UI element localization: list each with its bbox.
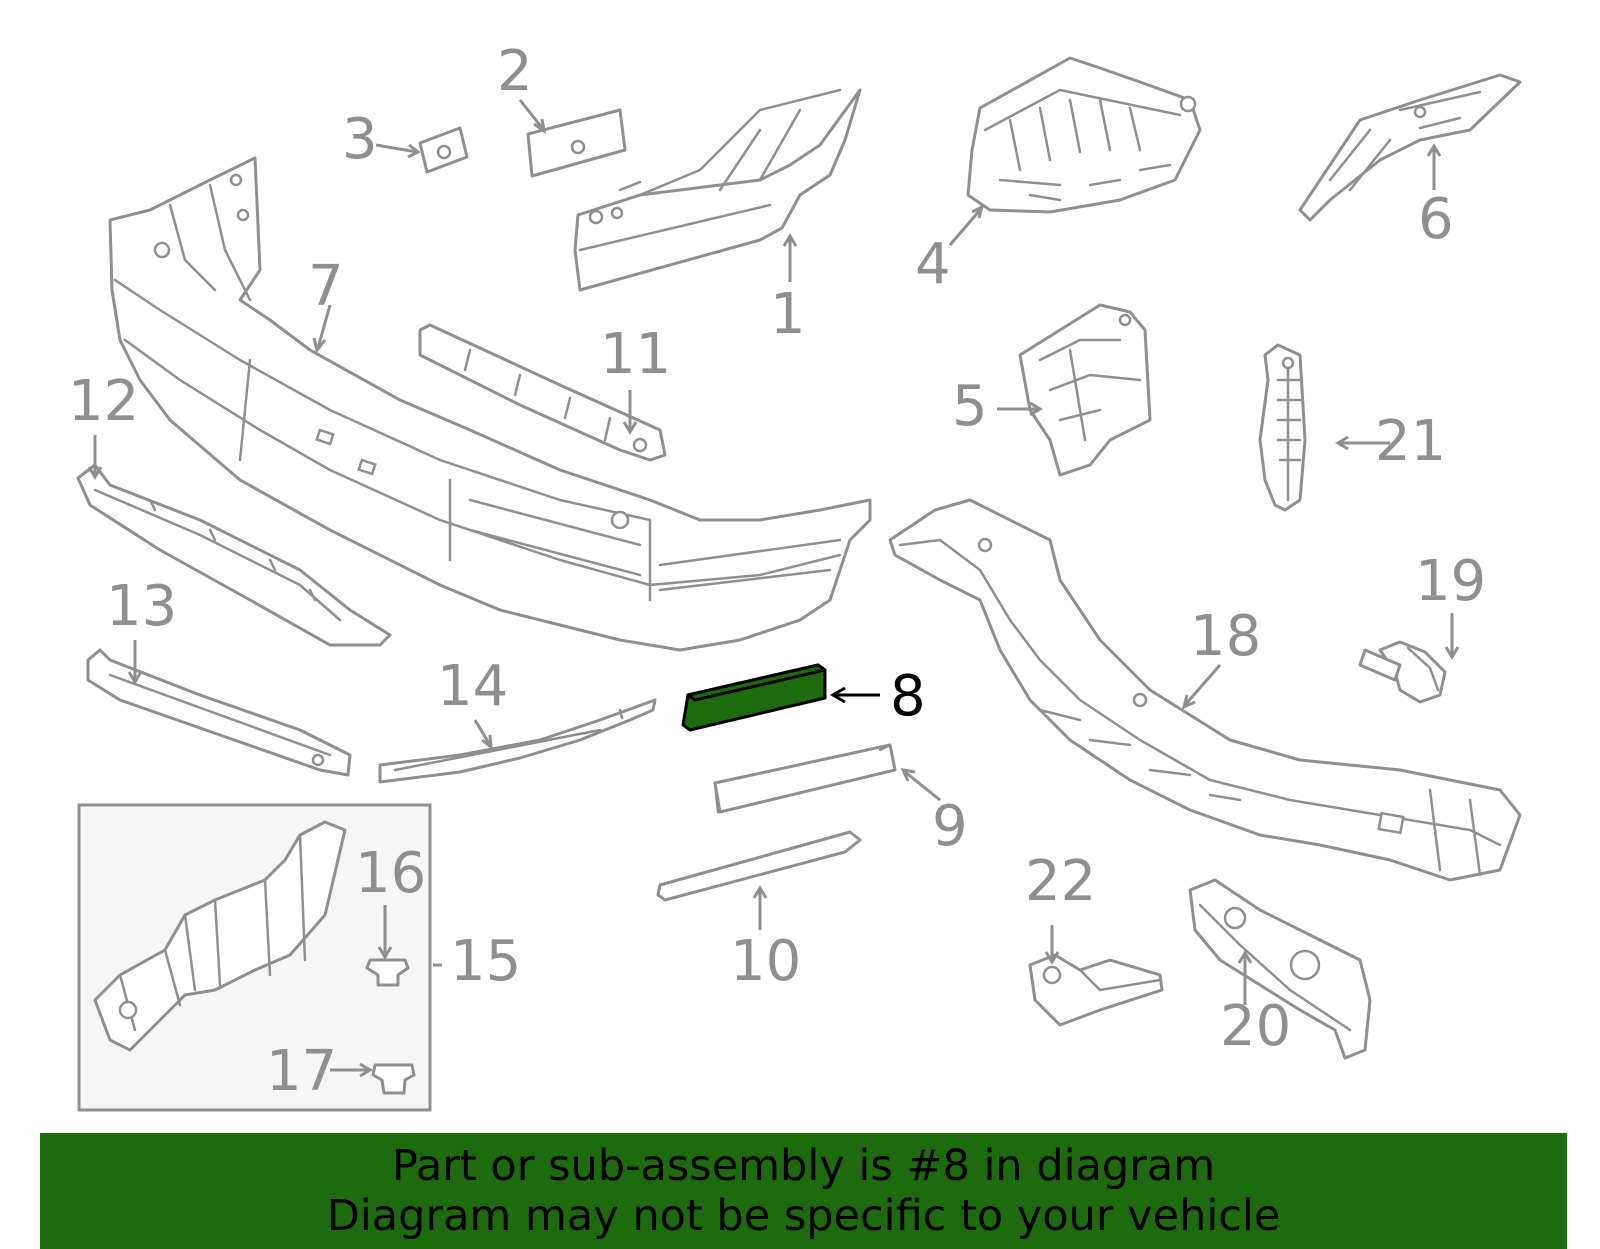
part-18-beam bbox=[888, 498, 1522, 882]
callout-7: 7 bbox=[308, 254, 344, 319]
callout-16: 16 bbox=[355, 841, 426, 906]
part-21-bracket bbox=[1258, 343, 1307, 512]
callout-13: 13 bbox=[106, 574, 177, 639]
part-11-strip bbox=[418, 323, 667, 462]
callout-9: 9 bbox=[932, 794, 968, 859]
part-19-bolt bbox=[1358, 640, 1447, 704]
callout-labels: 1 2 3 4 5 6 7 8 9 10 11 12 13 14 15 16 1… bbox=[68, 39, 1486, 1104]
part-6-bracket bbox=[1298, 73, 1522, 222]
callout-18: 18 bbox=[1190, 604, 1261, 669]
callout-10: 10 bbox=[730, 929, 801, 994]
part-3-clip bbox=[418, 126, 469, 174]
callout-14: 14 bbox=[437, 654, 508, 719]
part-12-trim bbox=[76, 463, 392, 647]
part-13-strip bbox=[86, 648, 352, 777]
part-16-clip bbox=[365, 958, 410, 987]
callout-8: 8 bbox=[890, 664, 926, 729]
callout-20: 20 bbox=[1220, 994, 1291, 1059]
callout-19: 19 bbox=[1415, 549, 1486, 614]
callout-2: 2 bbox=[497, 39, 533, 104]
part-17-clip bbox=[371, 1063, 416, 1095]
part-4-bracket bbox=[966, 56, 1202, 214]
leader-lines bbox=[87, 99, 1460, 1078]
footer-line-2: Diagram may not be specific to your vehi… bbox=[326, 1191, 1281, 1241]
callout-1: 1 bbox=[770, 282, 806, 347]
callout-21: 21 bbox=[1375, 409, 1446, 474]
callout-6: 6 bbox=[1418, 187, 1454, 252]
callout-11: 11 bbox=[600, 322, 671, 387]
part-15-air-guide bbox=[93, 820, 347, 1052]
part-9-block bbox=[713, 743, 897, 814]
callout-22: 22 bbox=[1025, 849, 1096, 914]
callout-17: 17 bbox=[266, 1039, 337, 1104]
footer-line-1: Part or sub-assembly is #8 in diagram bbox=[391, 1141, 1216, 1191]
callout-15: 15 bbox=[450, 929, 521, 994]
part-7-bumper-cover bbox=[108, 156, 872, 652]
part-10-strip bbox=[656, 830, 862, 902]
callout-4: 4 bbox=[915, 232, 951, 297]
part-8-absorber bbox=[681, 663, 827, 732]
callout-3: 3 bbox=[342, 107, 378, 172]
part-1-bracket bbox=[573, 88, 862, 292]
part-14-strip bbox=[378, 698, 657, 784]
callout-12: 12 bbox=[68, 369, 139, 434]
part-20-plate bbox=[1188, 878, 1372, 1060]
footer-banner: Part or sub-assembly is #8 in diagram Di… bbox=[40, 1133, 1567, 1249]
callout-5: 5 bbox=[952, 374, 988, 439]
part-5-bracket bbox=[1018, 303, 1152, 477]
part-22-bracket bbox=[1028, 953, 1164, 1027]
part-2-pad bbox=[526, 108, 627, 178]
inset-panel bbox=[77, 803, 432, 1112]
